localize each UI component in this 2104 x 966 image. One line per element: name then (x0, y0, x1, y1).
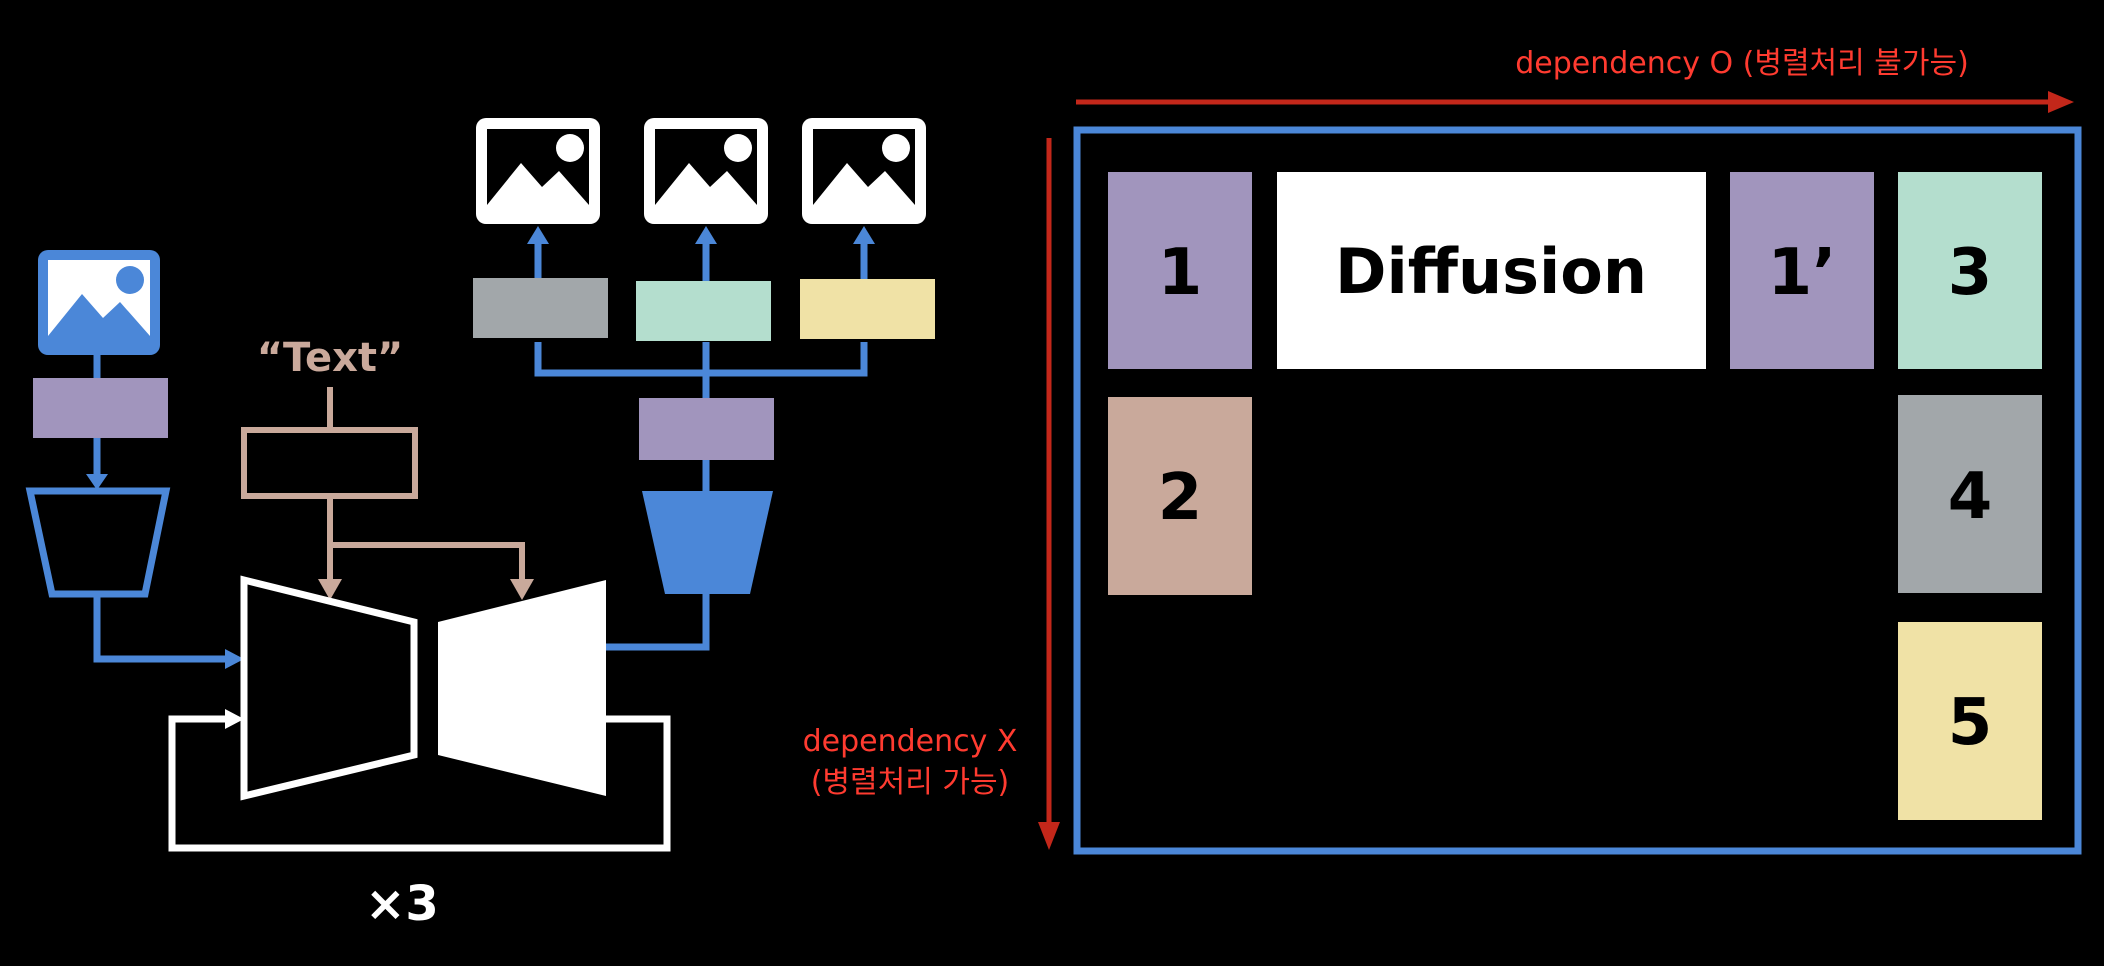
output-image-icon-1 (476, 118, 600, 224)
cell-3 (1898, 172, 2042, 369)
cell-2 (1108, 397, 1252, 595)
connector-arrowhead (86, 474, 108, 490)
output-box-gray (473, 278, 608, 338)
text-prompt-label: “Text” (257, 335, 404, 381)
unet-to-decoder-line (606, 594, 710, 651)
repeat-label: ×3 (365, 876, 439, 932)
input-image-icon (38, 250, 160, 355)
loop-arrowhead (225, 709, 244, 729)
unet-left-block (240, 575, 418, 801)
vertical-dependency-arrowhead (1038, 822, 1060, 850)
dependency-x-sublabel: (병렬처리 가능) (811, 765, 1010, 800)
cell-5-label: 5 (1948, 686, 1993, 760)
cell-5 (1898, 622, 2042, 820)
text-arrowhead-left (318, 579, 342, 600)
cell-4-label: 4 (1948, 460, 1993, 534)
output-box-yellow (800, 279, 935, 339)
text-encoder-box (241, 427, 418, 499)
output-box-green (636, 281, 771, 341)
cell-1 (1108, 172, 1252, 369)
output-image-icon-3 (802, 118, 926, 224)
cell-2-label: 2 (1158, 461, 1203, 535)
encoder-to-unet-line (93, 594, 228, 663)
dependency-o-label: dependency O (병렬처리 불가능) (1515, 46, 1969, 81)
cell-diffusion (1277, 172, 1706, 369)
cell-3-label: 3 (1948, 236, 1993, 310)
output-branch-line (534, 342, 868, 377)
cell-1-prime (1730, 172, 1874, 369)
cell-4 (1898, 395, 2042, 593)
text-arrowhead-right (510, 579, 534, 600)
cell-diffusion-label: Diffusion (1335, 235, 1647, 308)
output-image-icon-2 (644, 118, 768, 224)
horizontal-dependency-arrowhead (2048, 91, 2074, 113)
table-frame (1073, 126, 2082, 855)
encoder-to-unet-arrowhead (225, 649, 244, 669)
cell-1-label: 1 (1158, 236, 1203, 310)
dependency-x-label: dependency X (803, 724, 1018, 759)
cell-1-prime-label: 1’ (1768, 236, 1837, 310)
output-arrowhead-1 (527, 226, 549, 244)
output-arrowhead-3 (853, 226, 875, 244)
output-arrowhead-2 (695, 226, 717, 244)
input-token-box (33, 378, 168, 438)
text-branch-line (330, 542, 525, 580)
decoder-trapezoid (642, 491, 773, 594)
loop-line (168, 715, 671, 852)
decoder-token-box (639, 398, 774, 460)
unet-right-block (438, 580, 606, 796)
encoder-trapezoid (25, 487, 171, 598)
